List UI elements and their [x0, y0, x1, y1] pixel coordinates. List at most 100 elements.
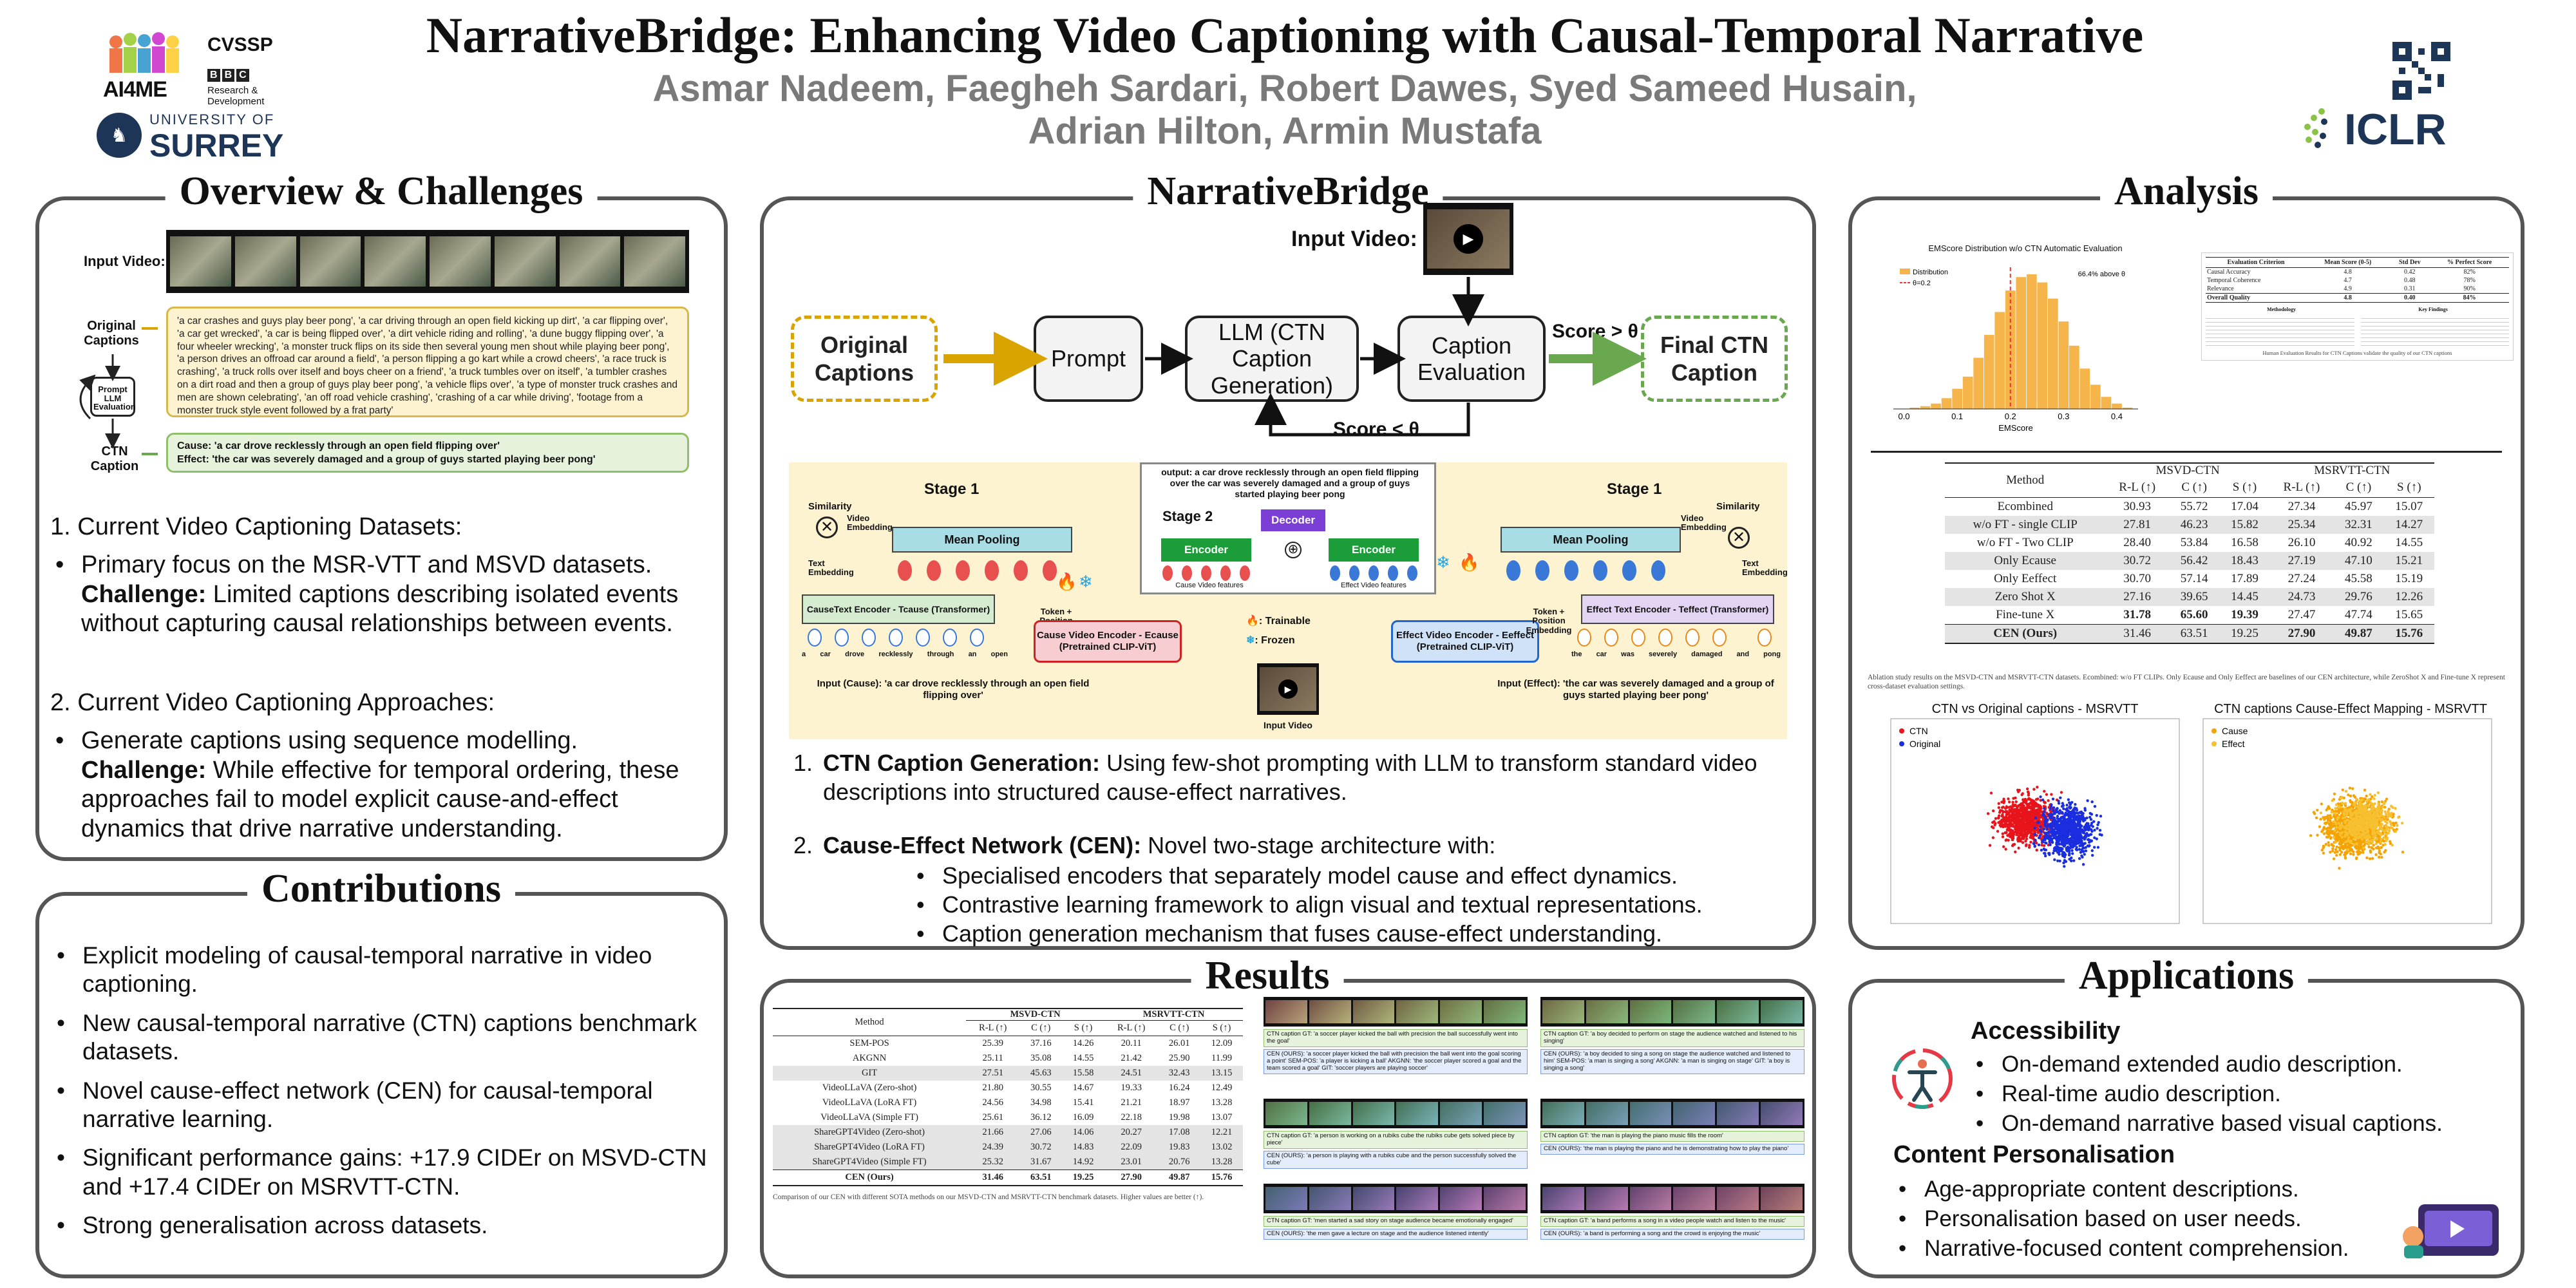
value-cell: 47.74	[2345, 608, 2372, 621]
value-cell: 15.21	[2383, 552, 2434, 570]
scatter-point	[2369, 818, 2372, 821]
scatter-point	[2056, 848, 2059, 851]
example-cen-caption: CEN (OURS): 'the men gave a lecture on s…	[1264, 1228, 1528, 1240]
similarity-right-icon: ✕	[1728, 527, 1750, 549]
value-cell: 31.67	[1019, 1155, 1063, 1170]
text-embedding-right-label: Text Embedding	[1742, 558, 1788, 578]
value-cell: 14.55	[2395, 536, 2423, 549]
scatter-point	[2056, 828, 2060, 831]
scatter-point	[2024, 810, 2028, 813]
scatter-point	[2380, 856, 2383, 859]
scatter-point	[2067, 834, 2070, 838]
scatter-point	[2079, 824, 2083, 828]
effect-video-ovals	[1506, 560, 1665, 581]
scatter-point	[2092, 820, 2096, 823]
scatter-point	[2371, 802, 2374, 806]
ai4me-logo	[103, 29, 193, 80]
scatter-point	[2052, 821, 2055, 824]
example-gt-caption: CTN caption GT: 'the man is playing the …	[1540, 1131, 1804, 1142]
scatter-point	[2338, 826, 2342, 829]
scatter-point	[2326, 829, 2330, 833]
scatter-point	[2377, 802, 2380, 806]
scatter-point	[2074, 822, 2077, 826]
col-sub-header: S (↑)	[1212, 1023, 1231, 1033]
value-cell: 12.26	[2383, 588, 2434, 606]
scatter-point	[2045, 819, 2049, 822]
value-cell: 21.42	[1121, 1053, 1142, 1063]
nb-final-caption: Final CTN Caption	[1641, 316, 1788, 402]
scatter-point	[2065, 804, 2069, 807]
scatter-point	[2322, 846, 2325, 849]
scatter-point	[2023, 831, 2027, 834]
decoder-box: Decoder	[1261, 509, 1325, 531]
scatter-point	[1994, 817, 1998, 820]
scatter-point	[2033, 833, 2037, 837]
authors-line-2: Adrian Hilton, Armin Mustafa	[1028, 110, 1542, 152]
cause-video-encoder: Cause Video Encoder - Ecause (Pretrained…	[1034, 620, 1182, 663]
scatter-point	[2371, 831, 2374, 835]
stage2-label: Stage 2	[1162, 508, 1213, 524]
scatter-point	[2391, 844, 2394, 847]
scatter-point	[2354, 833, 2358, 837]
scatter-point	[2012, 808, 2016, 811]
scatter-point	[2352, 850, 2355, 853]
example-filmstrip	[1540, 1099, 1804, 1128]
scatter-point	[2331, 849, 2334, 853]
scatter-point	[2035, 848, 2038, 852]
scatter-point	[2070, 800, 2074, 804]
scatter-point	[2063, 865, 2066, 868]
scatter-point	[2060, 847, 2063, 850]
scatter-point	[2338, 848, 2342, 852]
value-cell: 15.58	[1062, 1066, 1105, 1081]
scatter-point	[2369, 793, 2372, 796]
scatter-point	[2336, 816, 2340, 819]
scatter-point	[2351, 811, 2354, 815]
scatter-point	[2034, 838, 2037, 842]
scatter-point	[2371, 828, 2374, 831]
scatter-point	[2370, 824, 2373, 828]
scatter-point	[2365, 800, 2369, 803]
surrey-text: SURREY	[149, 128, 284, 164]
contributions-title: Contributions	[247, 866, 516, 912]
scatter-point	[2340, 795, 2344, 799]
scatter-point	[2364, 827, 2368, 831]
scatter-point	[2062, 861, 2065, 865]
scatter-point	[2014, 827, 2017, 831]
scatter-point	[2061, 853, 2064, 856]
eval-cell: 4.9	[2344, 285, 2352, 292]
value-cell: 31.78	[2123, 608, 2152, 621]
nb-caption-eval-box: Caption Evaluation	[1397, 316, 1546, 402]
eval-col-header: Evaluation Criterion	[2227, 259, 2285, 266]
scatter-point	[2067, 798, 2070, 801]
scatter-point	[2367, 845, 2371, 849]
input-effect-text: Input (Effect): 'the car was severely da…	[1497, 678, 1774, 701]
scatter-point	[2366, 815, 2369, 819]
scatter-point	[2326, 814, 2329, 817]
scatter-point	[2043, 810, 2046, 813]
scatter-point	[2349, 849, 2353, 852]
scatter-point	[2340, 851, 2344, 854]
scatter-series	[2319, 790, 2404, 851]
value-cell: 35.08	[1030, 1053, 1052, 1063]
legend-marker	[1899, 741, 1904, 746]
scatter-point	[2058, 820, 2061, 823]
scatter-point	[2060, 825, 2063, 828]
scatter-point	[2058, 859, 2061, 863]
scatter-point	[2334, 822, 2338, 826]
scatter-point	[2069, 822, 2072, 826]
scatter-point	[2061, 836, 2064, 840]
value-cell: 53.84	[2180, 536, 2208, 549]
original-captions-label: Original Captions	[84, 319, 139, 348]
eval-cell: 4.8	[2344, 269, 2352, 276]
scatter-point	[2381, 818, 2384, 821]
value-cell: 15.65	[2395, 608, 2423, 621]
overview-item1-title: 1. Current Video Captioning Datasets:	[50, 513, 462, 540]
scatter-point	[2014, 818, 2018, 821]
surrey-crest-icon: ♞	[97, 113, 142, 158]
scatter-point	[2330, 810, 2333, 814]
scatter-point	[2365, 819, 2369, 823]
similarity-left-icon: ✕	[816, 516, 838, 538]
scatter-point	[2354, 823, 2358, 827]
scatter-point	[2031, 833, 2034, 836]
